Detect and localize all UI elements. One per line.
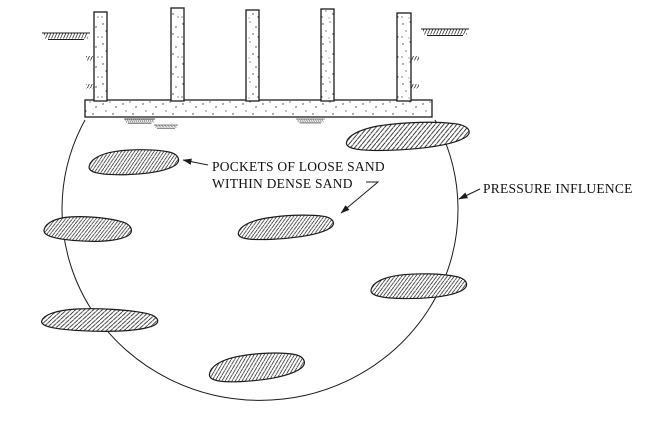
foundation: [84, 7, 433, 118]
foundation-column: [170, 7, 185, 102]
backfill-hatch-tick: [86, 56, 94, 61]
ground-surface-hatch: [123, 118, 156, 124]
backfill-hatch-tick: [411, 84, 419, 89]
foundation-column: [396, 12, 412, 102]
label-pressure-influence: PRESSURE INFLUENCE: [483, 181, 633, 196]
foundation-slab: [84, 99, 433, 118]
label-pockets-line2: WITHIN DENSE SAND: [212, 176, 353, 191]
foundation-column: [320, 8, 335, 102]
backfill-hatch-tick: [411, 56, 419, 61]
ground-surface-hatch: [41, 32, 91, 40]
leader-arrow-to-middle-pocket: [340, 181, 380, 214]
ground-surface-hatch: [153, 124, 179, 129]
leader-arrow-to-upper-left-pocket: [182, 158, 209, 166]
loose-sand-pocket: [344, 117, 471, 155]
label-pockets-line1: POCKETS OF LOOSE SAND: [212, 159, 385, 174]
loose-sand-pocket: [236, 211, 335, 244]
loose-sand-pocket: [87, 146, 180, 178]
ground-surface-hatch: [420, 28, 470, 36]
loose-sand-pocket: [43, 214, 133, 244]
leader-line-pressure-influence: [458, 188, 481, 200]
ground-surface-hatch: [295, 118, 326, 124]
foundation-column: [245, 9, 260, 102]
foundation-column: [93, 11, 108, 102]
loose-sand-pocket: [207, 348, 307, 386]
ground-surface-symbols: [41, 28, 470, 129]
loose-sand-pocket: [369, 271, 468, 301]
loose-sand-pocket: [40, 307, 159, 333]
backfill-hatch-tick: [86, 84, 94, 89]
